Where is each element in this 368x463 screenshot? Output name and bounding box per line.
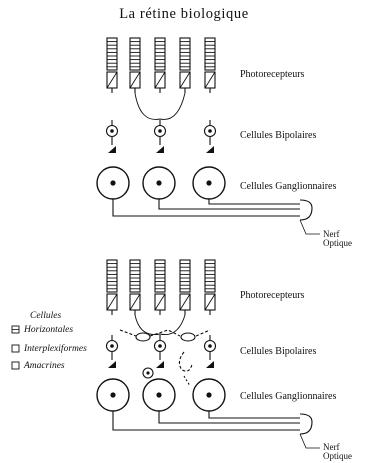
photoreceptor xyxy=(205,38,215,93)
ganglion-cell xyxy=(143,379,175,411)
amacrine-cell xyxy=(143,368,153,378)
legend-icon-horizontal xyxy=(12,326,19,333)
photoreceptor xyxy=(205,260,215,315)
photoreceptor xyxy=(155,260,165,315)
retina-bottom-panel xyxy=(97,260,320,448)
photoreceptor xyxy=(107,260,117,315)
ganglion-cell xyxy=(193,167,225,199)
ganglion-cell xyxy=(97,167,129,199)
photoreceptor xyxy=(130,260,140,315)
bipolar-cell xyxy=(205,120,216,153)
retina-top-panel xyxy=(97,38,320,234)
legend-icon-amacrine xyxy=(12,362,19,369)
bipolar-cell xyxy=(205,335,216,368)
synapse-lines xyxy=(135,315,185,335)
photoreceptor xyxy=(107,38,117,93)
photoreceptor xyxy=(180,38,190,93)
legend-icons xyxy=(12,326,19,369)
photoreceptor xyxy=(130,38,140,93)
bipolar-cell xyxy=(107,120,118,153)
interplexiform-cell xyxy=(179,352,192,386)
synapse-lines xyxy=(135,93,185,119)
photoreceptor xyxy=(155,38,165,93)
ganglion-cell xyxy=(143,167,175,199)
photoreceptor xyxy=(180,260,190,315)
optic-nerve-axons xyxy=(113,199,320,234)
ganglion-cell xyxy=(193,379,225,411)
bipolar-cell xyxy=(155,120,166,153)
ganglion-cell xyxy=(97,379,129,411)
horizontal-cells xyxy=(120,330,210,341)
optic-nerve-axons xyxy=(113,411,320,448)
bipolar-cell xyxy=(107,335,118,368)
bipolar-cell xyxy=(155,335,166,368)
legend-icon-interplexiform xyxy=(12,345,19,352)
